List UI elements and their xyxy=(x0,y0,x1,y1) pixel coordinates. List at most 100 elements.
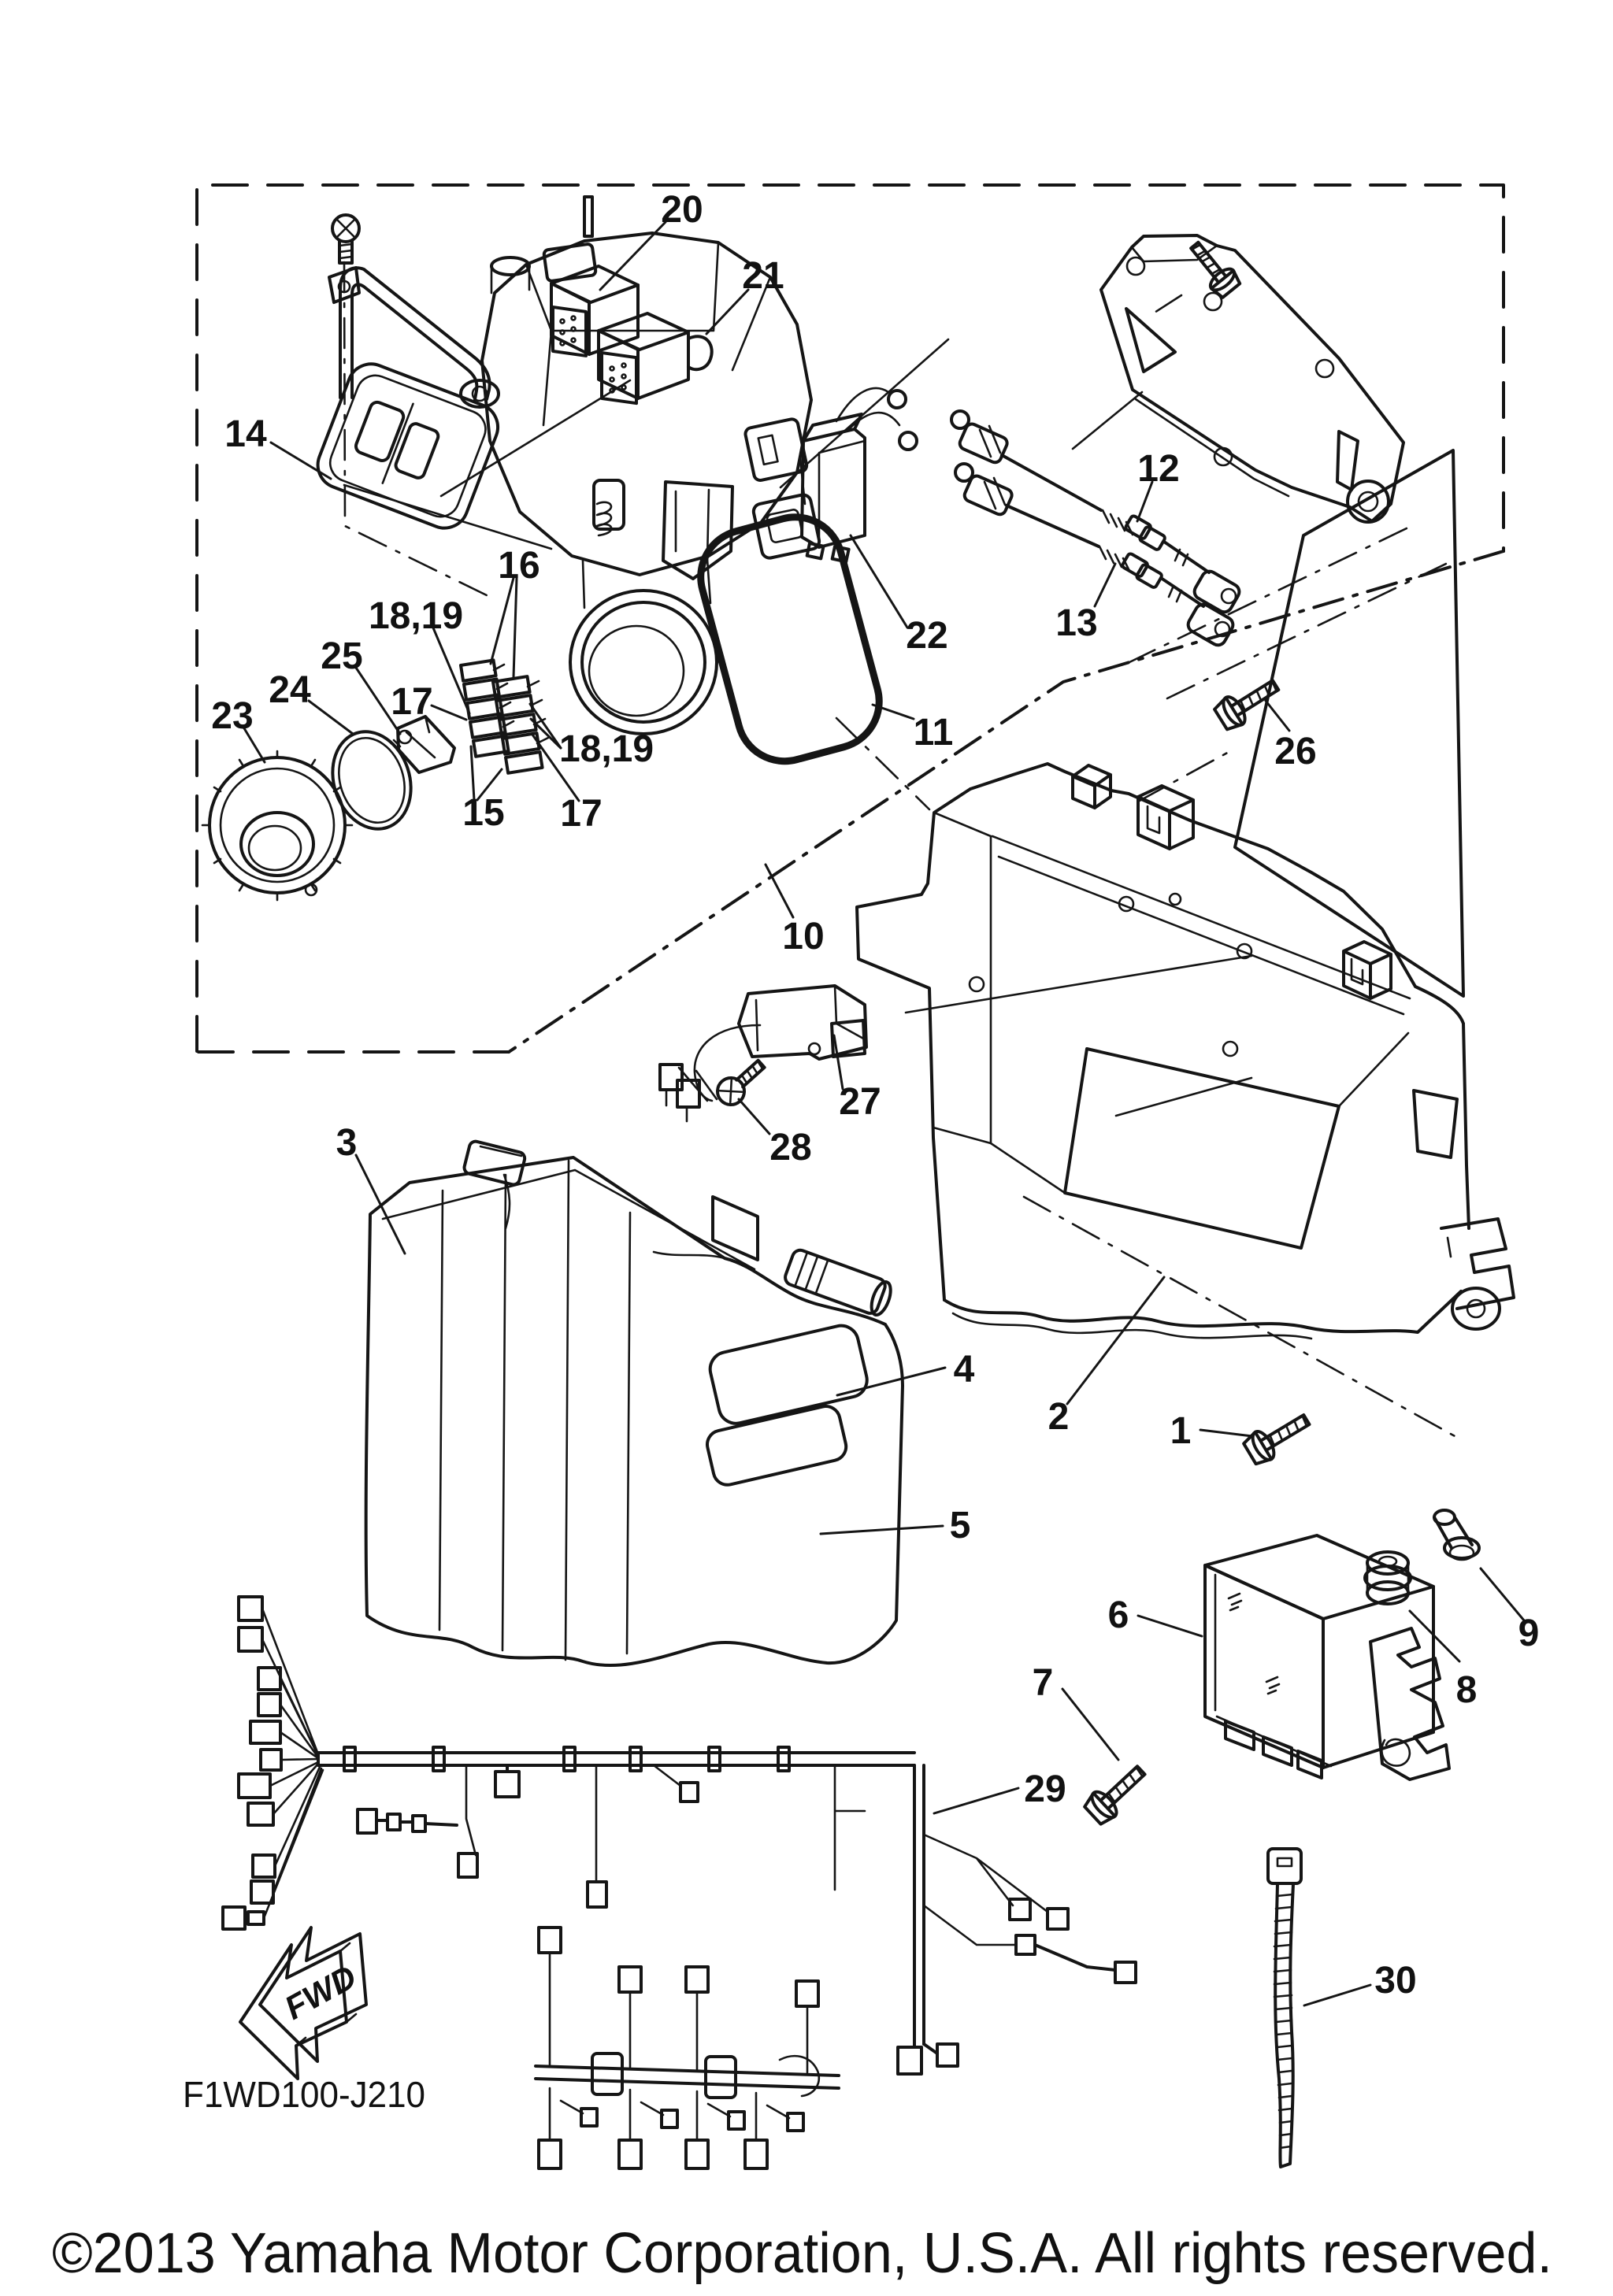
tray-clip-b xyxy=(1137,784,1195,850)
callout-label-7[interactable]: 7 xyxy=(1033,1662,1054,1704)
tray-clip-a xyxy=(1071,764,1112,809)
fwd-arrow-label: FWD xyxy=(279,1957,362,2026)
cable-tie-30 xyxy=(1266,1847,1303,2168)
projection-chain-1 xyxy=(1126,526,1410,665)
callout-label-8[interactable]: 8 xyxy=(1456,1669,1478,1711)
callout-label-26[interactable]: 26 xyxy=(1274,731,1316,772)
ecu-bottom-tabs xyxy=(1224,1720,1323,1779)
knob-23 xyxy=(201,750,354,902)
callout-leader-2 xyxy=(1066,1276,1166,1405)
part-code-text: F1WD100-J210 xyxy=(183,2074,425,2115)
callout-label-11[interactable]: 11 xyxy=(914,712,954,754)
callout-label-3[interactable]: 3 xyxy=(336,1122,358,1164)
throttle-bore xyxy=(569,557,718,735)
backing-sheet xyxy=(1233,449,1465,998)
callout-leader-17 xyxy=(430,704,468,721)
callout-leader-6 xyxy=(1137,1614,1203,1638)
callout-leader-8 xyxy=(1408,1609,1461,1663)
harness-clamps xyxy=(343,1746,791,1772)
callout-label-16[interactable]: 16 xyxy=(498,545,540,587)
copyright-text: ©2013 Yamaha Motor Corporation, U.S.A. A… xyxy=(52,2222,1552,2285)
relay-20 xyxy=(550,265,640,357)
callout-label-23[interactable]: 23 xyxy=(211,695,253,737)
screw-axis-chain xyxy=(343,261,491,598)
callout-leader-24 xyxy=(307,699,354,735)
callout-leader-21 xyxy=(705,288,750,335)
callout-label-29[interactable]: 29 xyxy=(1024,1768,1066,1810)
callout-label-13[interactable]: 13 xyxy=(1055,602,1097,644)
electrical-cover-14 xyxy=(316,362,499,530)
harness-injector-rail xyxy=(534,1926,840,2170)
harness-fan-lines xyxy=(261,1607,324,1920)
callout-label-28[interactable]: 28 xyxy=(769,1127,811,1168)
perspective-line-1 xyxy=(439,379,632,498)
callout-leader-15 xyxy=(469,745,476,802)
callout-label-12[interactable]: 12 xyxy=(1137,448,1179,490)
tray-clip-c xyxy=(1342,940,1392,1000)
cover-top-connector xyxy=(784,1248,892,1316)
cable-tie-ribs xyxy=(1273,1893,1294,2150)
wiring-harness-29 xyxy=(221,1595,1137,2170)
gasket-11 xyxy=(697,513,883,765)
callout-label-17[interactable]: 17 xyxy=(560,793,602,835)
callout-label-5[interactable]: 5 xyxy=(950,1505,971,1546)
callout-leader-9 xyxy=(1479,1567,1526,1622)
callout-leader-5 xyxy=(819,1524,944,1535)
callout-leader-18,19 xyxy=(431,624,471,715)
callout-label-4[interactable]: 4 xyxy=(954,1349,975,1391)
callout-leader-16 xyxy=(512,576,518,679)
relay-20-pins xyxy=(559,315,577,346)
fwd-arrow-icon: FWD xyxy=(239,1926,368,2080)
perspective-line-3 xyxy=(343,483,553,550)
callout-leader-3 xyxy=(354,1154,406,1255)
callout-leader-25 xyxy=(354,666,402,735)
callout-label-17[interactable]: 17 xyxy=(391,681,432,723)
joint-connector-stack-right xyxy=(491,675,550,775)
relay-21 xyxy=(597,312,714,406)
callout-label-15[interactable]: 15 xyxy=(462,792,504,834)
cover-label-recess-4 xyxy=(708,1324,869,1425)
callout-label-27[interactable]: 27 xyxy=(839,1081,881,1123)
lever-25 xyxy=(392,715,456,774)
detail-box-border xyxy=(195,183,1505,1054)
throttle-cable-12 xyxy=(950,409,1241,614)
callout-label-1[interactable]: 1 xyxy=(1170,1410,1192,1452)
callout-leader-14 xyxy=(269,441,332,480)
callout-leader-17 xyxy=(531,733,580,802)
callout-label-20[interactable]: 20 xyxy=(661,189,703,231)
tray-foot-clips xyxy=(1440,1217,1515,1331)
callout-leader-13 xyxy=(1093,562,1117,608)
callout-label-9[interactable]: 9 xyxy=(1518,1613,1540,1654)
ignition-coil-27 xyxy=(658,984,868,1123)
callout-label-30[interactable]: 30 xyxy=(1374,1960,1416,2002)
collar-9 xyxy=(1433,1509,1481,1561)
callout-leader-4 xyxy=(836,1366,947,1397)
callout-label-22[interactable]: 22 xyxy=(906,615,947,657)
callout-label-21[interactable]: 21 xyxy=(742,255,784,297)
callout-leader-20 xyxy=(599,220,667,291)
callout-label-10[interactable]: 10 xyxy=(782,916,824,957)
mounting-plate xyxy=(1071,234,1405,524)
assembly-chain-lines xyxy=(343,261,1465,1442)
callout-label-18,19[interactable]: 18,19 xyxy=(369,595,463,637)
callout-label-24[interactable]: 24 xyxy=(269,669,311,711)
throttle-body xyxy=(480,195,821,735)
callout-label-14[interactable]: 14 xyxy=(224,413,267,455)
ignition-coil-22 xyxy=(800,387,918,564)
callout-label-25[interactable]: 25 xyxy=(321,635,362,677)
callout-leader-22 xyxy=(849,534,909,629)
electrical-tray-2 xyxy=(855,762,1515,1340)
callout-leader-15 xyxy=(476,768,503,802)
callout-leader-23 xyxy=(243,727,266,764)
callout-leader-28 xyxy=(737,1098,771,1135)
bolt26-axis-chain xyxy=(1137,750,1232,803)
callout-leader-11 xyxy=(871,703,915,720)
callout-label-6[interactable]: 6 xyxy=(1108,1594,1129,1636)
relay-21-pins xyxy=(609,362,627,394)
callout-label-18,19[interactable]: 18,19 xyxy=(559,728,654,770)
bolt-axis-chain xyxy=(1147,294,1183,318)
cover-label-recess-5 xyxy=(706,1405,848,1487)
callout-label-2[interactable]: 2 xyxy=(1048,1396,1070,1438)
